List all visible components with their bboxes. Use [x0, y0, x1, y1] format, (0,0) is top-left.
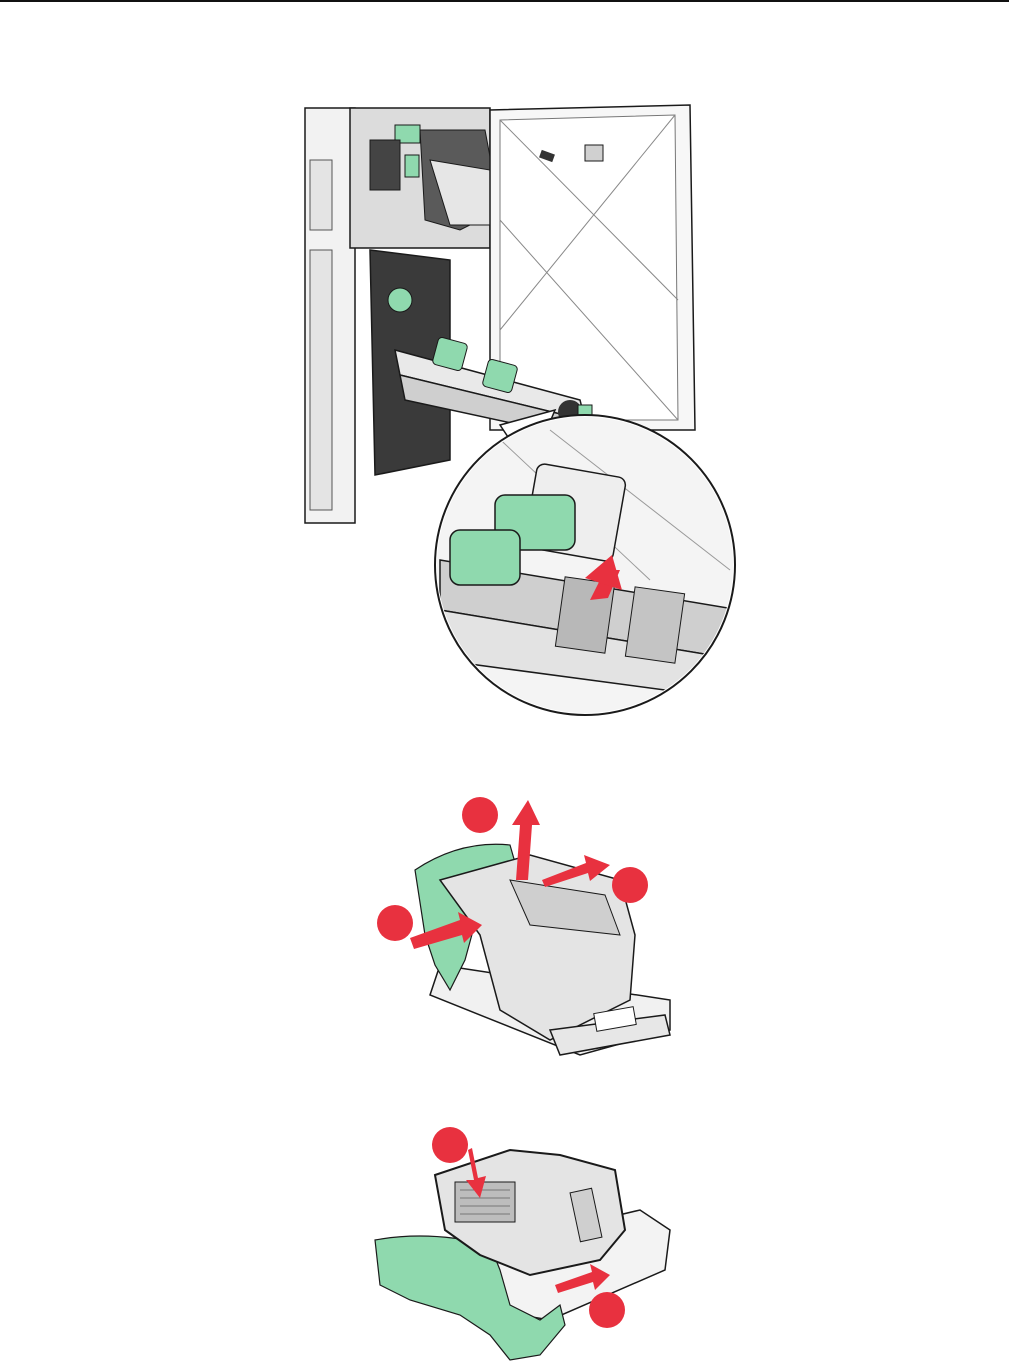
staple-cartridge-illustration: [370, 1120, 690, 1369]
step-marker-2: [589, 1292, 625, 1328]
printer-finisher-figure: [300, 100, 750, 730]
staple-cartridge-illustration: [370, 785, 700, 1065]
page-top-rule: [0, 0, 1009, 2]
step-marker-3: [377, 905, 413, 941]
step-marker-1: [462, 797, 498, 833]
printer-finisher-illustration: [300, 100, 750, 730]
step-marker-1: [432, 1127, 468, 1163]
step-marker-2: [612, 867, 648, 903]
staple-cartridge-figure-insert: [370, 1120, 690, 1369]
staple-cartridge-figure-open: [370, 785, 700, 1065]
